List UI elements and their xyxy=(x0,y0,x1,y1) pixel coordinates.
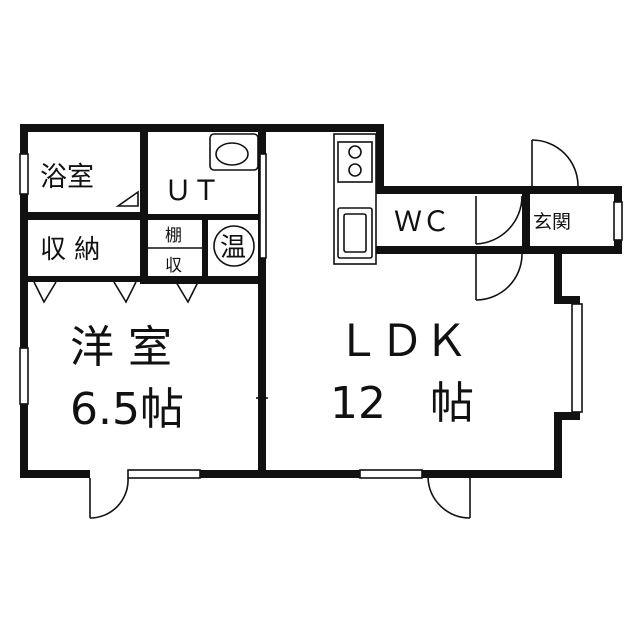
wall-wc-entrance xyxy=(522,190,530,254)
kitchen-counter xyxy=(333,133,377,265)
sink-basin xyxy=(343,213,367,253)
room-western-size: 6.5帖 xyxy=(70,384,184,435)
wall-wc-top xyxy=(376,186,526,194)
wall-bottom-right xyxy=(422,470,562,478)
closet-door-2 xyxy=(113,281,137,304)
wall-entrance-top xyxy=(522,186,622,194)
wall-right-ldk-upper xyxy=(554,250,562,304)
wall-top xyxy=(20,124,384,132)
room-storage: 収 納 xyxy=(40,235,100,265)
kitchen-sink xyxy=(337,207,373,259)
door-entrance xyxy=(531,139,579,187)
wall-right-ldk-lower xyxy=(554,412,562,478)
door-wc xyxy=(475,253,523,301)
windows xyxy=(19,153,623,479)
wall-bath-storage xyxy=(20,212,148,220)
closet-door-3 xyxy=(175,281,199,304)
door-wc-outer xyxy=(475,195,523,245)
door-bath xyxy=(115,190,139,207)
wall-notch-bottom xyxy=(554,412,580,420)
room-ldk-size: 12 帖 xyxy=(330,378,474,429)
window-bath xyxy=(19,153,29,195)
room-western-name: 洋 室 xyxy=(70,322,172,373)
room-ldk-name: ＬＤＫ xyxy=(336,316,468,367)
room-wc: ＷＣ xyxy=(394,205,450,238)
window-bedroom xyxy=(19,347,29,405)
wall-shelf-right xyxy=(202,214,208,280)
window-entrance xyxy=(613,201,623,241)
closet-door-1 xyxy=(33,281,57,304)
bottom-window-left xyxy=(127,469,201,479)
room-water-heater: 温 xyxy=(220,233,246,263)
wall-bottom-left xyxy=(20,470,90,478)
wall-ldk-top-right xyxy=(376,124,384,188)
water-heater-circle xyxy=(213,225,255,267)
bottom-window-right xyxy=(359,469,423,479)
room-entrance: 玄関 xyxy=(533,211,571,233)
washbasin xyxy=(209,133,259,171)
door-bedroom-bottom xyxy=(89,477,129,519)
room-bath: 浴室 xyxy=(40,162,94,193)
wall-left xyxy=(20,124,28,478)
wall-entrance-bottom xyxy=(522,246,622,254)
wall-bath-ut xyxy=(140,124,148,284)
room-shelf: 棚 xyxy=(165,226,182,246)
washbasin-bowl xyxy=(215,142,249,166)
room-ut: ＵＴ xyxy=(164,174,220,207)
wall-notch-top xyxy=(554,296,580,304)
window-ldk xyxy=(571,303,583,413)
burner-1 xyxy=(348,145,362,159)
labels: 浴室 ＵＴ 収 納 棚 収 温 ＷＣ 玄関 洋 室 6.5帖 ＬＤＫ 12 帖 xyxy=(40,162,571,435)
wall-bottom-mid xyxy=(128,470,360,478)
door-ldk-bottom xyxy=(427,477,471,519)
burner-2 xyxy=(348,163,362,177)
room-storage-small: 収 xyxy=(165,256,182,276)
wall-ut-mid xyxy=(140,214,260,220)
doors xyxy=(33,139,579,519)
fixtures xyxy=(148,133,377,267)
ut-partition-window xyxy=(259,153,267,259)
wall-wc-bottom xyxy=(376,246,562,254)
wall-storage-bottom xyxy=(20,276,148,282)
stove xyxy=(337,141,373,183)
